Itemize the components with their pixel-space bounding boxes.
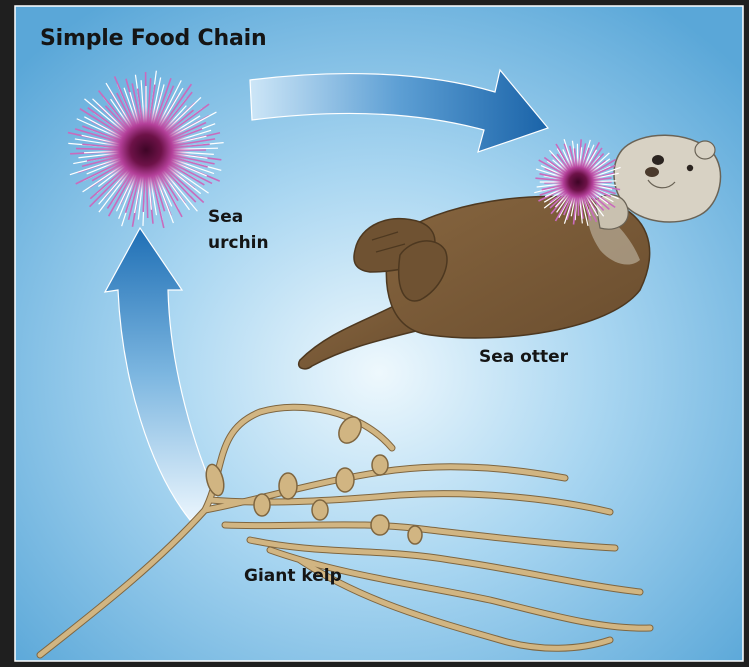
- diagram-title: Simple Food Chain: [40, 26, 266, 51]
- giant-kelp-label: Giant kelp: [244, 566, 342, 586]
- sea-otter-label: Sea otter: [479, 347, 568, 367]
- sea-urchin-label-line2: urchin: [208, 230, 269, 256]
- sea-urchin-label-line1: Sea: [208, 204, 269, 230]
- sea-urchin-label: Sea urchin: [208, 204, 269, 256]
